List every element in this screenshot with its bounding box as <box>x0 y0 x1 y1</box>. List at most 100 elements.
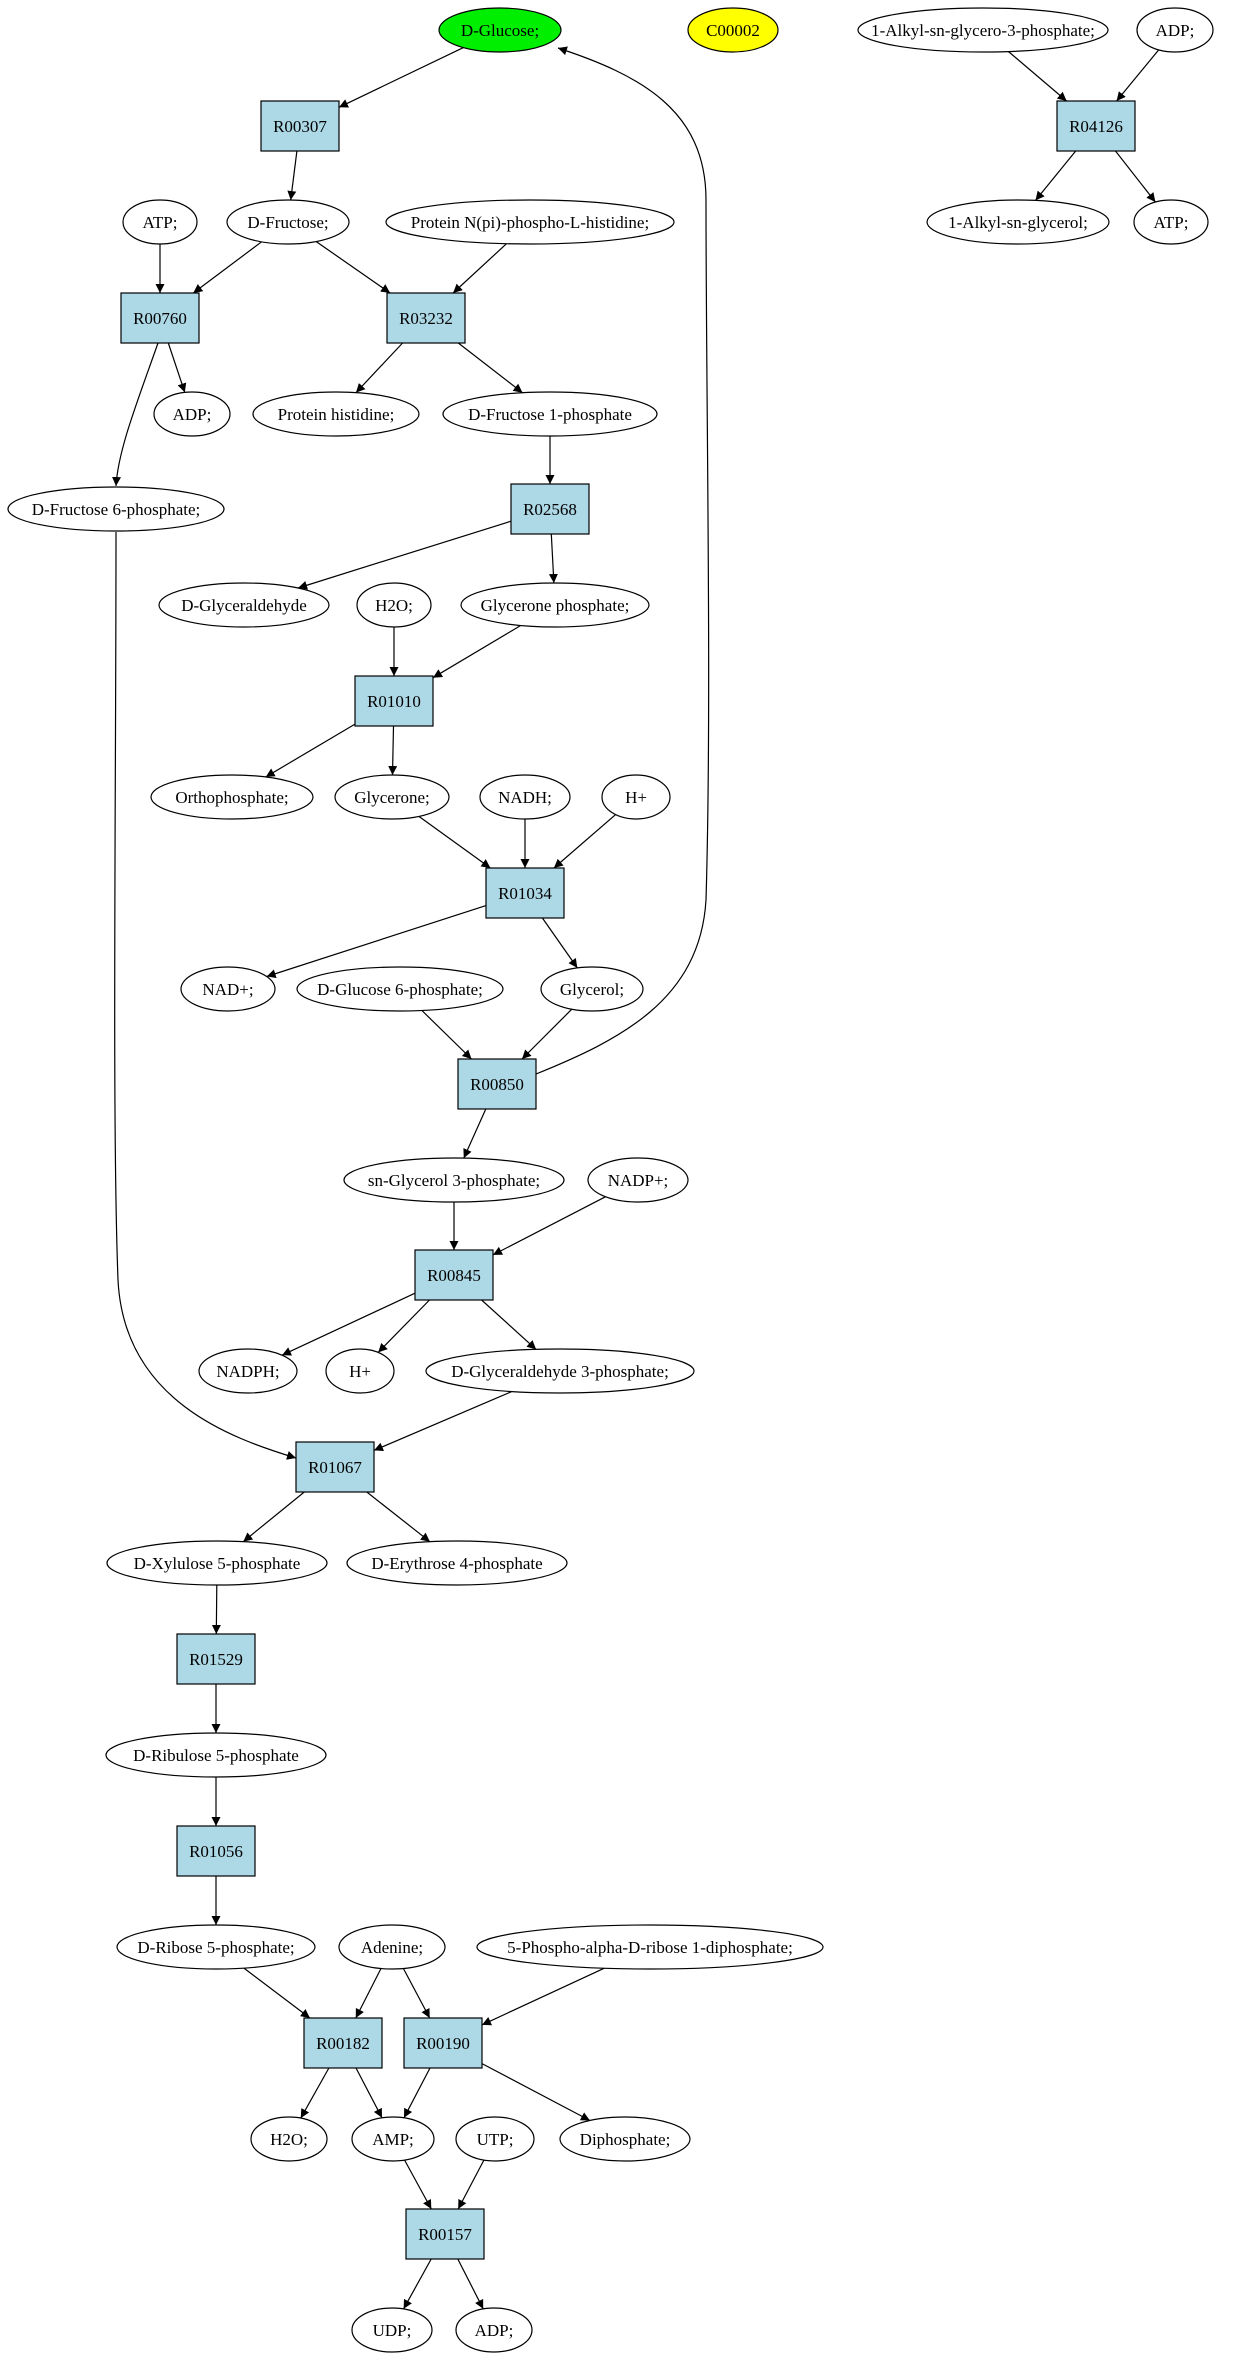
compound-ellipse <box>226 199 350 245</box>
node-label: R04126 <box>1069 117 1123 136</box>
compound-ellipse <box>334 774 450 820</box>
edges-layer <box>112 46 1160 2310</box>
node-label: R01010 <box>367 692 421 711</box>
compound-ellipse <box>442 391 658 437</box>
node-label: ADP; <box>173 405 212 424</box>
node-label: R01034 <box>498 884 552 903</box>
compound-node-c-ribulose5p: D-Ribulose 5-phosphate <box>105 1732 327 1778</box>
compound-node-c-glyceronephos: Glycerone phosphate; <box>460 582 650 628</box>
node-label: D-Ribulose 5-phosphate <box>133 1746 299 1765</box>
compound-node-c-adp-top: ADP; <box>1136 7 1214 53</box>
edge-c-glucose6p-to-r-R00850 <box>421 1010 472 1060</box>
node-label: R00182 <box>316 2034 370 2053</box>
compound-node-c-nadplus: NAD+; <box>180 966 276 1012</box>
node-label: NADPH; <box>216 1362 279 1381</box>
reaction-node-r-R00307: R00307 <box>260 100 340 152</box>
reaction-box <box>510 483 590 535</box>
edge-r-R00845-to-c-gap <box>481 1299 537 1350</box>
compound-ellipse <box>325 1348 395 1394</box>
edge-c-hplus1-to-r-R01034 <box>553 814 616 869</box>
reaction-box <box>176 1825 256 1877</box>
node-label: Adenine; <box>361 1938 423 1957</box>
reaction-node-r-R01056: R01056 <box>176 1825 256 1877</box>
node-label: R00760 <box>133 309 187 328</box>
edge-c-alkylglycerophos-to-r-R04126 <box>1008 51 1067 102</box>
edge-c-adp-top-to-r-R04126 <box>1116 49 1160 102</box>
reaction-box <box>303 2017 383 2069</box>
compound-node-c-adp2: ADP; <box>455 2307 533 2353</box>
node-label: NADP+; <box>608 1171 669 1190</box>
edge-r-R00760-to-c-fructose6p <box>112 342 159 487</box>
compound-node-c-glycerone: Glycerone; <box>334 774 450 820</box>
node-label: H+ <box>349 1362 371 1381</box>
compound-ellipse <box>479 774 571 820</box>
compound-node-c-diphosphate: Diphosphate; <box>559 2116 691 2162</box>
node-label: Glycerone phosphate; <box>481 596 630 615</box>
edge-r-R02568-to-c-glyceraldehyde <box>297 520 512 590</box>
reaction-box <box>260 100 340 152</box>
compound-ellipse <box>105 1732 327 1778</box>
edge-r-R00760-to-c-adp1 <box>167 342 187 393</box>
compound-ellipse <box>1136 7 1214 53</box>
edge-r-R00850-to-c-snglycerol3p <box>463 1108 487 1159</box>
compound-ellipse <box>460 582 650 628</box>
edge-r-R01034-to-c-nadplus <box>266 905 487 979</box>
edge-r-R00182-to-c-h2o2 <box>300 2067 330 2119</box>
edge-c-utp-to-r-R00157 <box>457 2159 485 2210</box>
node-label: D-Xylulose 5-phosphate <box>134 1554 301 1573</box>
compound-node-c-hplus1: H+ <box>601 774 671 820</box>
node-label: Diphosphate; <box>580 2130 671 2149</box>
compound-ellipse <box>252 391 420 437</box>
node-label: UDP; <box>373 2321 412 2340</box>
node-label: 1-Alkyl-sn-glycero-3-phosphate; <box>871 21 1095 40</box>
node-label: H2O; <box>270 2130 308 2149</box>
compound-ellipse <box>385 199 675 245</box>
node-label: R01056 <box>189 1842 243 1861</box>
compound-ellipse <box>438 7 562 53</box>
reaction-node-r-R01067: R01067 <box>295 1441 375 1493</box>
edge-c-fructose-to-r-R03232 <box>315 241 391 294</box>
edge-r-R00845-to-c-nadph <box>281 1292 416 1356</box>
compound-ellipse <box>926 199 1110 245</box>
edge-r-R01067-to-c-xylulose5p <box>242 1491 305 1543</box>
node-label: Glycerol; <box>560 980 624 999</box>
reaction-node-r-R03232: R03232 <box>386 292 466 344</box>
node-label: R00190 <box>416 2034 470 2053</box>
compound-ellipse <box>587 1157 689 1203</box>
reaction-node-r-R00157: R00157 <box>405 2208 485 2260</box>
node-label: NADH; <box>498 788 552 807</box>
node-label: ADP; <box>475 2321 514 2340</box>
compound-node-c-nadh: NADH; <box>479 774 571 820</box>
node-label: D-Fructose; <box>247 213 328 232</box>
edge-r-R00850-to-c-glucose <box>535 46 710 1075</box>
compound-ellipse <box>857 7 1109 53</box>
compound-ellipse <box>356 582 432 628</box>
edge-r-R03232-to-c-fructose1p <box>457 342 523 394</box>
compound-node-c-glycerol: Glycerol; <box>540 966 644 1012</box>
compound-ellipse <box>250 2116 328 2162</box>
compound-node-c-glyceraldehyde: D-Glyceraldehyde <box>158 582 330 628</box>
compound-node-c-ribose5p: D-Ribose 5-phosphate; <box>116 1924 316 1970</box>
edge-r-R03232-to-c-proteinhistidine <box>355 342 404 394</box>
compound-ellipse <box>7 486 225 532</box>
node-label: Protein histidine; <box>278 405 395 424</box>
node-label: R00157 <box>418 2225 472 2244</box>
node-label: 5-Phospho-alpha-D-ribose 1-diphosphate; <box>507 1938 793 1957</box>
compound-node-c-erythrose4p: D-Erythrose 4-phosphate <box>346 1540 568 1586</box>
edge-r-R04126-to-c-atp-top <box>1115 150 1156 203</box>
reaction-node-r-R00760: R00760 <box>120 292 200 344</box>
compound-node-c-alkylglycerol: 1-Alkyl-sn-glycerol; <box>926 199 1110 245</box>
compound-ellipse <box>343 1157 565 1203</box>
compound-node-c-nadpplus: NADP+; <box>587 1157 689 1203</box>
compound-ellipse <box>476 1924 824 1970</box>
node-label: H+ <box>625 788 647 807</box>
compound-node-c-adp1: ADP; <box>153 391 231 437</box>
compound-ellipse <box>540 966 644 1012</box>
compound-node-c-orthophosphate: Orthophosphate; <box>150 774 314 820</box>
compound-ellipse <box>150 774 314 820</box>
node-label: D-Fructose 6-phosphate; <box>32 500 201 519</box>
compound-ellipse <box>122 199 198 245</box>
edge-c-glucose-to-r-R00307 <box>338 47 464 108</box>
compound-node-c-fructose: D-Fructose; <box>226 199 350 245</box>
edge-c-amp-to-r-R00157 <box>404 2159 432 2210</box>
